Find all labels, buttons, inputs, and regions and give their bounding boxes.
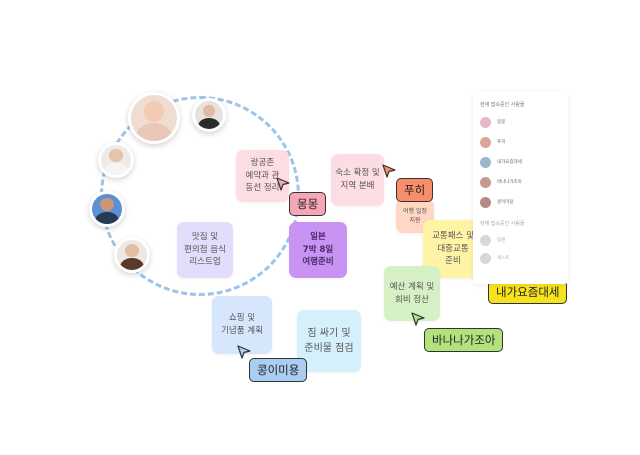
offline-section-title: 현재 접속중인 사람들 [480, 221, 525, 227]
cursor-label-kong: 콩이미용 [249, 358, 308, 382]
cursor-label-puhee: 푸히 [396, 178, 434, 202]
sticky-note-food[interactable]: 맛집 및 편의점 음식 리스트업 [177, 222, 233, 278]
note-text: 짐 싸기 및 준비물 점검 [304, 328, 354, 354]
note-text: 예산 계획 및 회비 정산 [389, 281, 435, 305]
cursor-pointer-icon [382, 164, 396, 178]
sticky-note-budget[interactable]: 예산 계획 및 회비 정산 [384, 266, 440, 321]
online-section-title: 현재 접속중인 사람들 [480, 102, 525, 108]
avatar[interactable] [89, 191, 125, 227]
note-text: 맛집 및 편의점 음식 리스트업 [184, 231, 226, 268]
avatar [480, 196, 491, 208]
avatar[interactable] [98, 142, 134, 178]
note-text: 교통패스 및 대중교통 준비 [432, 230, 474, 267]
cursor-pointer-icon [411, 312, 425, 326]
participant-name: 게스트 [497, 256, 510, 261]
note-text: 쇼핑 및 기념품 계획 [221, 313, 263, 336]
participant-name: 콩이미용 [497, 200, 514, 205]
note-text: 여행 일정 지원 [403, 208, 427, 224]
avatar [480, 136, 491, 148]
sticky-note-main[interactable]: 일본 7박 8일 여행준비 [289, 222, 347, 278]
avatar[interactable] [128, 92, 180, 144]
avatar[interactable] [114, 237, 150, 273]
cursor-pointer-icon [276, 177, 290, 191]
participant-row[interactable]: 게스트 [480, 252, 509, 264]
participant-row[interactable]: 팀원 [480, 234, 505, 246]
participant-row[interactable]: 바나나가조아 [480, 176, 522, 188]
avatar [480, 176, 491, 188]
participant-name: 팀원 [497, 238, 506, 243]
participant-row[interactable]: 콩이미용 [480, 196, 514, 208]
cursor-label-naega: 내가요즘대세 [488, 280, 568, 304]
sticky-note-shopping[interactable]: 쇼핑 및 기념품 계획 [212, 296, 272, 354]
cursor-pointer-icon [237, 345, 251, 359]
participant-name: 푸히 [497, 140, 506, 145]
participant-name: 내가요즘대세 [497, 160, 522, 165]
participant-row[interactable]: 푸히 [480, 136, 505, 148]
participant-name: 바나나가조아 [497, 180, 522, 185]
participant-name: 몽몽 [497, 120, 506, 125]
note-text: 숙소 확정 및 지역 분배 [335, 168, 380, 191]
sticky-note-stay[interactable]: 숙소 확정 및 지역 분배 [331, 154, 384, 206]
sticky-note-tour[interactable]: 랑공존 예약과 관 동선 정리 [236, 150, 289, 202]
avatar [480, 156, 491, 168]
cursor-label-mongmong: 몽몽 [289, 192, 327, 216]
note-text: 일본 7박 8일 여행준비 [302, 231, 334, 268]
avatar [480, 252, 491, 264]
avatar[interactable] [192, 98, 226, 132]
avatar [480, 116, 491, 128]
participant-row[interactable]: 몽몽 [480, 116, 505, 128]
note-text: 랑공존 예약과 관 동선 정리 [245, 157, 280, 194]
participant-row[interactable]: 내가요즘대세 [480, 156, 522, 168]
participants-panel: 현재 접속중인 사람들 몽몽 푸히 내가요즘대세 바나나가조아 콩이미용 현재 … [473, 92, 568, 284]
cursor-label-banana: 바나나가조아 [424, 328, 504, 352]
sticky-note-packing[interactable]: 짐 싸기 및 준비물 점검 [297, 310, 361, 372]
avatar [480, 234, 491, 246]
